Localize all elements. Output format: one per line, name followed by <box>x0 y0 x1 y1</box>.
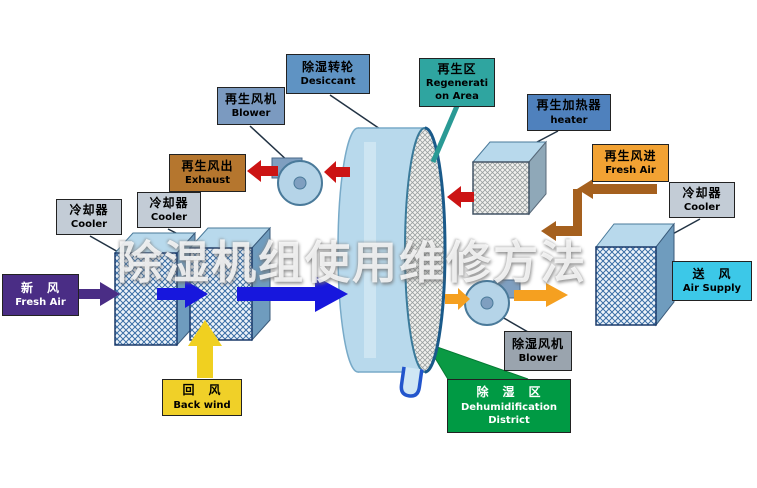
dehumid-blower-leader <box>501 316 529 333</box>
label-regen-blower: 再生风机 Blower <box>217 87 285 125</box>
label-cooler-left-en: Cooler <box>70 219 108 231</box>
label-cooler-right-en: Cooler <box>683 202 721 214</box>
label-dehumidification-district-zh: 除 湿 区 <box>476 385 542 400</box>
dehumid-blower-fan <box>464 279 521 326</box>
supply-air-arrow-2 <box>514 283 568 307</box>
label-regeneration-area-en: Regenerati on Area <box>425 78 489 103</box>
regen-blower-fan <box>271 157 323 206</box>
label-cooler-right: 冷却器 Cooler <box>669 182 735 218</box>
label-desiccant-wheel: 除湿转轮 Desiccant <box>286 54 370 94</box>
label-regen-blower-en: Blower <box>231 108 271 120</box>
label-return-air-zh: 回 风 <box>182 383 222 398</box>
label-dehumidification-district: 除 湿 区 Dehumidification District <box>447 379 571 433</box>
heater-unit <box>471 140 548 216</box>
label-regen-heater: 再生加热器 heater <box>527 94 611 131</box>
process-air-arrow-1 <box>157 280 208 308</box>
label-cooler-middle-zh: 冷却器 <box>149 195 189 210</box>
label-cooler-left: 冷却器 Cooler <box>56 199 122 235</box>
label-fresh-air-inlet-en: Fresh Air <box>15 297 66 309</box>
label-fresh-air-inlet-zh: 新 风 <box>20 280 60 295</box>
supply-air-arrow-1 <box>445 288 470 310</box>
regen-inlet-connector <box>573 189 582 230</box>
label-cooler-middle-en: Cooler <box>150 212 188 224</box>
label-return-air-en: Back wind <box>173 399 231 411</box>
label-desiccant-wheel-en: Desiccant <box>300 76 356 88</box>
label-cooler-left-zh: 冷却器 <box>69 202 109 217</box>
return-air-arrow <box>188 320 222 378</box>
label-air-supply: 送 风 Air Supply <box>672 261 752 301</box>
label-regen-fresh-air-zh: 再生风进 <box>604 148 657 163</box>
label-regeneration-area-zh: 再生区 <box>437 61 477 76</box>
label-regen-heater-zh: 再生加热器 <box>536 98 602 113</box>
label-cooler-middle: 冷却器 Cooler <box>137 192 201 228</box>
label-desiccant-wheel-zh: 除湿转轮 <box>301 59 354 74</box>
label-regen-heater-en: heater <box>550 114 588 126</box>
label-dehumid-blower-zh: 除湿风机 <box>511 336 564 351</box>
process-air-arrow-2 <box>237 276 348 312</box>
desiccant-wheel <box>337 126 447 374</box>
label-regen-fresh-air: 再生风进 Fresh Air <box>592 144 669 182</box>
label-regen-exhaust: 再生风出 Exhaust <box>169 154 246 192</box>
regen-blower-leader <box>249 125 291 164</box>
regen-inlet-arrow-2 <box>541 221 582 241</box>
label-regen-exhaust-en: Exhaust <box>185 175 230 187</box>
label-regen-exhaust-zh: 再生风出 <box>181 158 234 173</box>
regen-inlet-arrow-1 <box>577 179 657 199</box>
label-return-air: 回 风 Back wind <box>162 379 242 416</box>
label-cooler-right-zh: 冷却器 <box>682 185 722 200</box>
regen-hot-air-arrow <box>447 186 474 208</box>
drain-u-shape <box>399 366 424 398</box>
desiccant-leader <box>329 94 384 132</box>
label-regen-blower-zh: 再生风机 <box>224 91 277 106</box>
label-air-supply-en: Air Supply <box>682 283 742 295</box>
regen-area-pointer <box>430 105 460 163</box>
cooler-middle-unit <box>188 226 272 342</box>
label-dehumid-blower: 除湿风机 Blower <box>504 331 572 371</box>
label-air-supply-zh: 送 风 <box>692 266 732 281</box>
regen-exhaust-arrow-1 <box>324 161 350 183</box>
label-regeneration-area: 再生区 Regenerati on Area <box>419 58 495 107</box>
label-fresh-air-inlet: 新 风 Fresh Air <box>2 274 79 316</box>
cooler-right-unit <box>594 222 676 327</box>
label-dehumid-blower-en: Blower <box>518 353 558 365</box>
fresh-air-arrow <box>79 282 120 306</box>
regen-exhaust-arrow-2 <box>247 160 278 182</box>
label-regen-fresh-air-en: Fresh Air <box>605 165 656 177</box>
label-dehumidification-district-en: Dehumidification District <box>460 401 558 426</box>
